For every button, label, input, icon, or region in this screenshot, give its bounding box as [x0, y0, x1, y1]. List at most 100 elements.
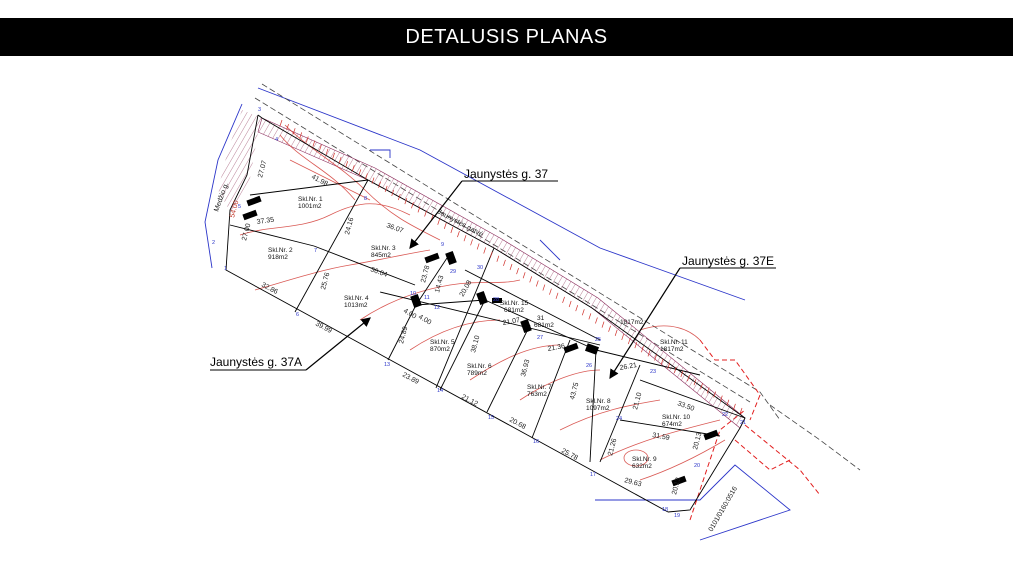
plot-31-nr: 31 — [537, 315, 545, 322]
point-number: 19 — [674, 513, 680, 519]
point-number: 22 — [722, 412, 728, 418]
road-tick — [457, 230, 460, 238]
point-number: 27 — [537, 335, 543, 341]
plot-15-nr: Skl.Nr. 15 — [500, 300, 529, 307]
road-tick — [286, 124, 289, 131]
plot-labels: Skl.Nr. 1 1001m2 Skl.Nr. 2 918m2 Skl.Nr.… — [268, 196, 691, 470]
entrance-symbols — [242, 195, 719, 487]
road-tick — [529, 276, 533, 283]
road-tick — [733, 403, 736, 410]
road-tick — [549, 288, 552, 295]
road-tick — [542, 284, 546, 291]
road-tick — [292, 128, 296, 135]
road-tick — [417, 206, 421, 213]
dim-label: 39.99 — [314, 321, 333, 335]
road-tick — [489, 251, 493, 258]
road-hatched-strip — [257, 117, 746, 429]
plot-1-nr: Skl.Nr. 1 — [298, 196, 323, 203]
callout-text-37: Jaunystės g. 37 — [464, 167, 548, 181]
plot-5-nr: Skl.Nr. 5 — [430, 339, 455, 346]
road-tick — [424, 210, 427, 217]
page-title: DETALUSIS PLANAS — [405, 26, 608, 48]
dim-label: 24.16 — [344, 217, 355, 236]
road-tick — [463, 235, 467, 242]
point-number: 16 — [533, 439, 539, 445]
dim-label: 21.07 — [502, 317, 521, 327]
road-tick — [358, 169, 362, 176]
dim-label: 4.00 — [402, 308, 417, 321]
road-tick — [667, 362, 671, 369]
point-number: 4 — [275, 137, 278, 143]
road-tick — [700, 383, 703, 390]
plot-3-nr: Skl.Nr. 3 — [371, 245, 396, 252]
road-tick — [437, 218, 441, 225]
road-tick — [647, 350, 651, 357]
road-tick — [654, 354, 657, 361]
road-tick — [621, 333, 625, 341]
road-tick — [687, 374, 690, 382]
road-tick — [713, 391, 717, 398]
point-number: 6 — [296, 312, 299, 318]
road-tick — [614, 329, 618, 336]
road-tick — [338, 156, 342, 164]
dim-label: 36.07 — [385, 222, 404, 235]
plot-road-area: 1817m2 — [620, 319, 644, 326]
road-tick — [325, 148, 329, 155]
road-tick — [601, 321, 605, 328]
road-tick — [503, 259, 506, 266]
plot-1-area: 1001m2 — [298, 203, 322, 210]
dim-label: 20.13 — [671, 477, 682, 496]
point-number: 1 — [224, 266, 227, 272]
dim-label: 21.12 — [460, 394, 479, 408]
dim-label: 21.36 — [547, 343, 566, 353]
plot-15-area: 681m2 — [504, 307, 524, 314]
callout-text-37e: Jaunystės g. 37E — [682, 254, 774, 268]
road-tick — [516, 268, 519, 275]
plot-2-area: 918m2 — [268, 254, 288, 261]
dim-label: 4.00 — [417, 314, 432, 327]
point-number: 20 — [694, 463, 700, 469]
point-number: 15 — [488, 415, 494, 421]
dim-label: 21.26 — [607, 438, 618, 457]
callout-37: Jaunystės g. 37 — [409, 167, 558, 249]
point-number: 5 — [238, 204, 241, 210]
plot-8-nr: Skl.Nr. 8 — [586, 398, 611, 405]
road-tick — [739, 407, 743, 415]
dim-label: 20.08 — [459, 279, 474, 298]
road-tick — [509, 263, 513, 271]
cadastral-lines — [204, 87, 791, 541]
dim-label: 27.00 — [241, 223, 252, 242]
point-number: 9 — [441, 242, 444, 248]
plot-5-area: 870m2 — [430, 346, 450, 353]
road-tick — [693, 379, 697, 386]
road-tick — [726, 399, 730, 406]
road-tick — [305, 136, 309, 143]
road-tick — [581, 309, 585, 316]
point-number: 14 — [437, 388, 443, 394]
plot-9-area: 632m2 — [632, 463, 652, 470]
road-tick — [312, 140, 316, 147]
road-tick — [397, 193, 401, 201]
road-tick — [345, 161, 349, 168]
plot-10-area: 674m2 — [662, 421, 682, 428]
plot-10-nr: Skl.Nr. 10 — [662, 414, 691, 421]
point-number: 25 — [595, 337, 601, 343]
point-number: 17 — [590, 472, 596, 478]
plot-6-area: 789m2 — [467, 370, 487, 377]
plot-31-area: 681m2 — [534, 322, 554, 329]
road-tick — [371, 177, 375, 184]
point-number: 23 — [650, 369, 656, 375]
road-tick — [483, 247, 487, 254]
road-tick — [411, 202, 414, 209]
dim-label: 14.43 — [434, 275, 445, 294]
road-tick — [575, 305, 579, 312]
road-tick — [568, 300, 572, 308]
title-bar: DETALUSIS PLANAS — [0, 18, 1013, 56]
road-tick — [332, 152, 335, 160]
dim-label: 38.10 — [470, 335, 481, 354]
road-tick — [450, 226, 454, 234]
point-number: 12 — [434, 305, 440, 311]
point-number: 24 — [616, 416, 622, 422]
road-tick — [719, 395, 723, 402]
dim-label: 33.50 — [676, 400, 695, 413]
